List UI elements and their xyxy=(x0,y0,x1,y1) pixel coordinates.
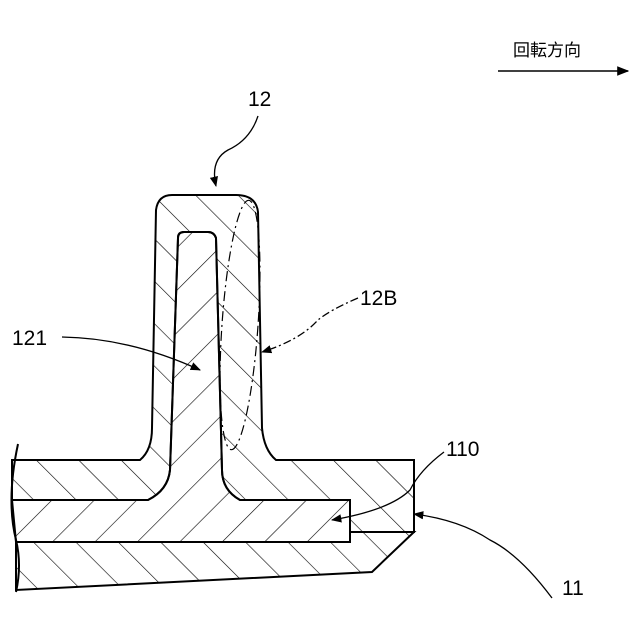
rotation-direction-label: 回転方向 xyxy=(513,41,581,61)
leader-12 xyxy=(215,116,259,186)
label-11: 11 xyxy=(562,577,584,600)
label-12b: 12B xyxy=(360,287,397,310)
label-121: 121 xyxy=(12,327,47,350)
label-12: 12 xyxy=(248,88,271,111)
leader-12b xyxy=(262,298,358,352)
label-110: 110 xyxy=(446,438,479,461)
leader-11 xyxy=(414,514,552,598)
